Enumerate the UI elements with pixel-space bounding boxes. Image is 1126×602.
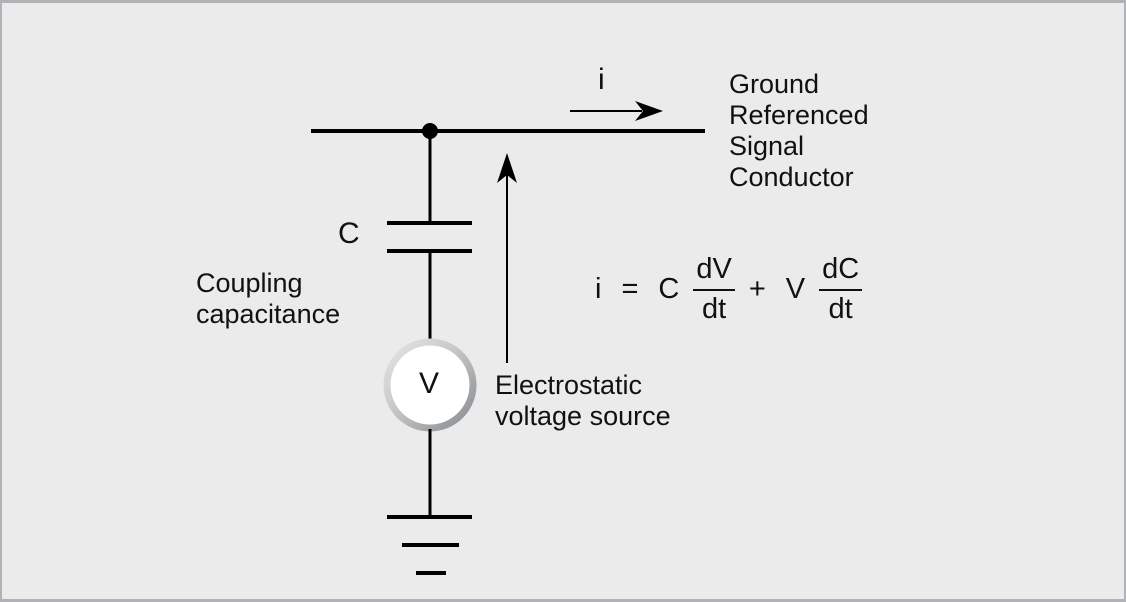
voltage-source-label: V xyxy=(419,367,440,400)
equation-term1-denominator: dt xyxy=(701,292,727,325)
capacitor-symbol xyxy=(387,221,472,253)
equation-term1-coeff: C xyxy=(658,272,680,305)
coupling-capacitance-label: Coupling capacitance xyxy=(196,268,341,329)
capacitance-symbol-label: C xyxy=(338,217,360,250)
equation-lhs: i xyxy=(595,272,602,305)
circuit-schematic xyxy=(311,101,705,575)
equation-plus: + xyxy=(748,272,766,305)
current-label: i xyxy=(598,63,605,96)
equation-term2-denominator: dt xyxy=(828,292,853,325)
equation-term1-fraction: dV dt xyxy=(689,253,738,326)
ground-symbol xyxy=(387,515,472,575)
conductor-label: Ground Referenced Signal Conductor xyxy=(729,69,869,192)
coupling-current-equation: i = C dV dt + V dC dt xyxy=(585,251,866,327)
equation-equals: = xyxy=(621,272,639,305)
equation-term2-coeff: V xyxy=(785,272,806,305)
voltage-arrow-icon xyxy=(497,153,517,363)
equation-term1-numerator: dV xyxy=(693,253,735,291)
current-arrow-icon xyxy=(570,101,663,121)
equation-term2-fraction: dC dt xyxy=(815,253,866,326)
equation-term2-numerator: dC xyxy=(819,253,863,291)
electrostatic-source-label: Electrostatic voltage source xyxy=(495,370,671,431)
voltage-source-circle xyxy=(383,338,477,432)
